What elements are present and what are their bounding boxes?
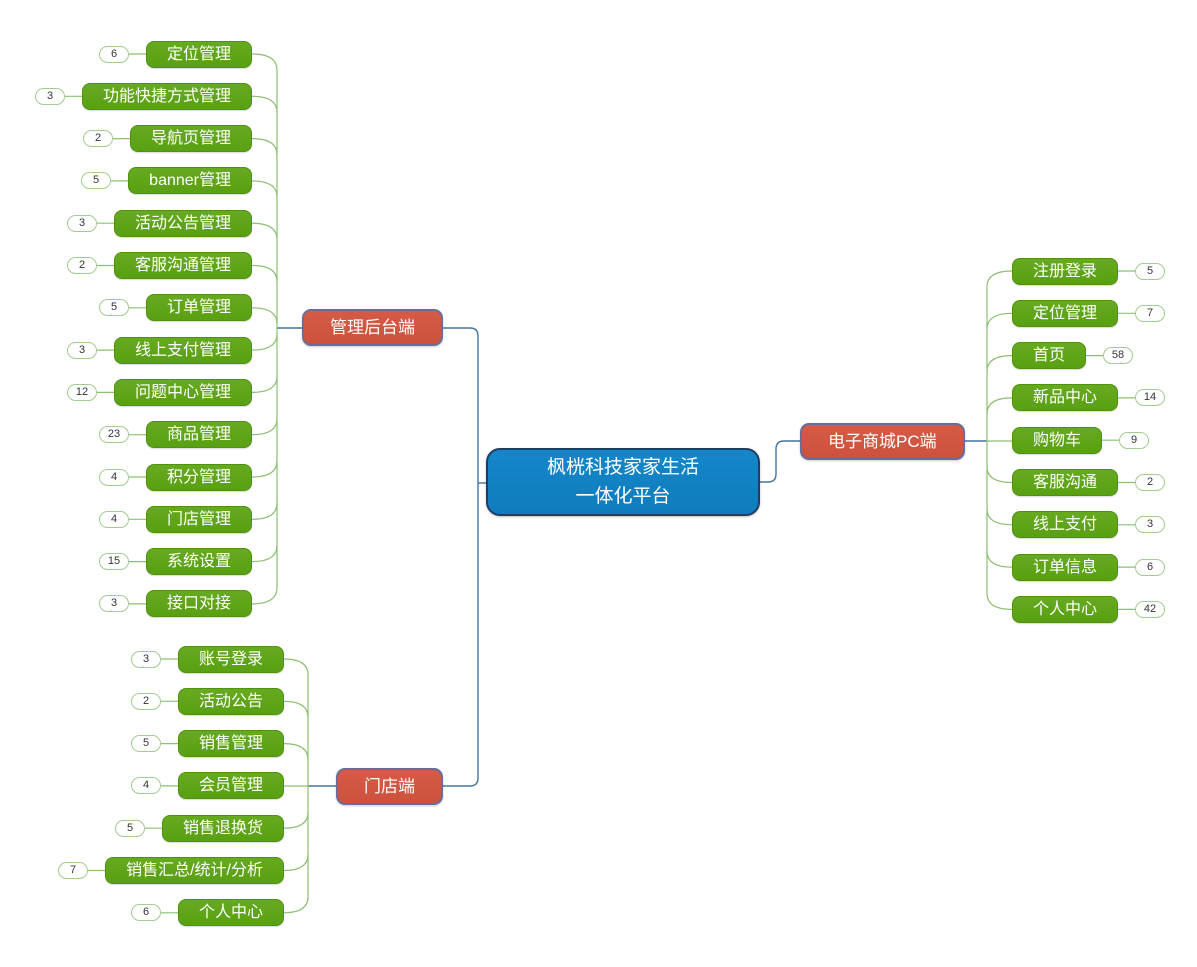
count-badge-admin-10[interactable]: 4 [99, 468, 129, 486]
leaf-connector-curve [283, 658, 309, 676]
count-badge-admin-7[interactable]: 3 [67, 341, 97, 359]
leaf-connector-curve [986, 355, 1013, 372]
leaf-node-store-2[interactable]: 销售管理 [177, 730, 284, 758]
leaf-node-admin-12[interactable]: 系统设置 [145, 548, 252, 576]
branch-node-mall[interactable]: 电子商城PC端 [800, 423, 965, 460]
count-badge-store-4[interactable]: 5 [115, 819, 145, 837]
leaf-connector-curve [251, 222, 278, 240]
root-node[interactable]: 枫桄科技家家生活 一体化平台 [486, 448, 760, 516]
count-badge-admin-6[interactable]: 5 [99, 299, 129, 317]
leaf-connector-curve [986, 508, 1013, 526]
leaf-connector-curve [986, 551, 1013, 568]
leaf-connector-curve [986, 593, 1013, 610]
leaf-connector-curve [251, 53, 278, 71]
leaf-node-mall-7[interactable]: 订单信息 [1012, 553, 1119, 581]
count-badge-store-0[interactable]: 3 [131, 650, 161, 668]
leaf-connector-curve [251, 376, 278, 393]
count-badge-mall-1[interactable]: 7 [1135, 304, 1165, 322]
leaf-node-admin-13[interactable]: 接口对接 [145, 590, 252, 618]
leaf-connector-curve [283, 854, 309, 872]
leaf-node-admin-1[interactable]: 功能快捷方式管理 [81, 82, 252, 110]
leaf-connector-curve [251, 334, 278, 351]
leaf-node-store-1[interactable]: 活动公告 [177, 687, 284, 715]
count-badge-admin-3[interactable]: 5 [81, 172, 111, 190]
count-badge-mall-4[interactable]: 9 [1119, 431, 1149, 449]
leaf-node-mall-5[interactable]: 客服沟通 [1012, 469, 1119, 496]
leaf-connector-curve [283, 743, 309, 760]
root-title-line2: 一体化平台 [575, 486, 671, 507]
leaf-node-mall-2[interactable]: 首页 [1012, 342, 1087, 370]
leaf-node-store-0[interactable]: 账号登录 [177, 645, 284, 673]
leaf-node-admin-6[interactable]: 订单管理 [145, 294, 252, 322]
count-badge-admin-0[interactable]: 6 [99, 45, 129, 63]
leaf-connector-curve [251, 95, 278, 113]
leaf-node-mall-6[interactable]: 线上支付 [1012, 511, 1119, 539]
count-badge-admin-8[interactable]: 12 [67, 383, 97, 401]
count-badge-store-6[interactable]: 6 [131, 904, 161, 922]
count-badge-mall-2[interactable]: 58 [1103, 347, 1133, 365]
leaf-connector-curve [986, 312, 1013, 330]
leaf-connector-curve [251, 503, 278, 520]
leaf-connector-curve [251, 307, 278, 324]
branch-node-admin[interactable]: 管理后台端 [302, 309, 443, 346]
count-badge-store-1[interactable]: 2 [131, 692, 161, 710]
leaf-node-mall-1[interactable]: 定位管理 [1012, 299, 1119, 327]
leaf-node-admin-7[interactable]: 线上支付管理 [113, 336, 252, 364]
count-badge-mall-7[interactable]: 6 [1135, 558, 1165, 576]
leaf-connector-curve [283, 896, 309, 914]
count-badge-admin-4[interactable]: 3 [67, 214, 97, 232]
leaf-node-admin-2[interactable]: 导航页管理 [129, 125, 252, 153]
count-badge-admin-9[interactable]: 23 [99, 426, 129, 444]
count-badge-admin-13[interactable]: 3 [99, 595, 129, 613]
count-badge-mall-8[interactable]: 42 [1135, 600, 1165, 618]
leaf-node-store-6[interactable]: 个人中心 [177, 899, 284, 927]
count-badge-store-5[interactable]: 7 [58, 862, 88, 879]
leaf-connector-curve [251, 264, 278, 282]
count-badge-mall-5[interactable]: 2 [1135, 474, 1165, 491]
leaf-connector-curve [251, 460, 278, 478]
count-badge-store-2[interactable]: 5 [131, 735, 161, 753]
leaf-node-admin-5[interactable]: 客服沟通管理 [113, 252, 252, 279]
leaf-node-mall-4[interactable]: 购物车 [1012, 426, 1103, 454]
leaf-connector-curve [283, 700, 309, 718]
leaf-connector-curve [986, 270, 1013, 288]
leaf-node-admin-11[interactable]: 门店管理 [145, 505, 252, 533]
leaf-node-mall-0[interactable]: 注册登录 [1012, 257, 1119, 285]
leaf-node-store-4[interactable]: 销售退换货 [161, 814, 284, 842]
root-left-spine [443, 327, 479, 787]
leaf-node-store-5[interactable]: 销售汇总/统计/分析 [105, 857, 284, 884]
leaf-connector-curve [251, 138, 278, 155]
count-badge-store-3[interactable]: 4 [131, 777, 161, 795]
leaf-connector-curve [283, 812, 309, 829]
leaf-connector-curve [251, 180, 278, 197]
leaf-node-admin-0[interactable]: 定位管理 [145, 40, 252, 68]
leaf-node-admin-10[interactable]: 积分管理 [145, 463, 252, 491]
leaf-node-mall-3[interactable]: 新品中心 [1012, 384, 1119, 412]
leaf-node-admin-8[interactable]: 问题中心管理 [113, 378, 252, 406]
leaf-connector-curve [986, 397, 1013, 414]
leaf-node-mall-8[interactable]: 个人中心 [1012, 595, 1119, 623]
root-title-line1: 枫桄科技家家生活 [546, 456, 699, 478]
count-badge-admin-5[interactable]: 2 [67, 257, 97, 274]
count-badge-admin-1[interactable]: 3 [35, 87, 65, 105]
leaf-connector-curve [251, 418, 278, 436]
leaf-connector-curve [251, 587, 278, 605]
count-badge-admin-2[interactable]: 2 [83, 130, 113, 148]
count-badge-admin-11[interactable]: 4 [99, 510, 129, 528]
branch-node-store[interactable]: 门店端 [336, 768, 443, 805]
leaf-node-admin-3[interactable]: banner管理 [128, 167, 252, 195]
root-right-elbow [760, 440, 805, 483]
leaf-node-admin-9[interactable]: 商品管理 [145, 421, 252, 449]
count-badge-mall-6[interactable]: 3 [1135, 516, 1165, 534]
leaf-connector-curve [251, 545, 278, 563]
count-badge-admin-12[interactable]: 15 [99, 553, 129, 571]
leaf-node-admin-4[interactable]: 活动公告管理 [113, 209, 252, 237]
count-badge-mall-3[interactable]: 14 [1135, 389, 1165, 407]
leaf-node-store-3[interactable]: 会员管理 [177, 772, 284, 800]
leaf-connector-curve [986, 466, 1013, 484]
count-badge-mall-0[interactable]: 5 [1135, 262, 1165, 280]
